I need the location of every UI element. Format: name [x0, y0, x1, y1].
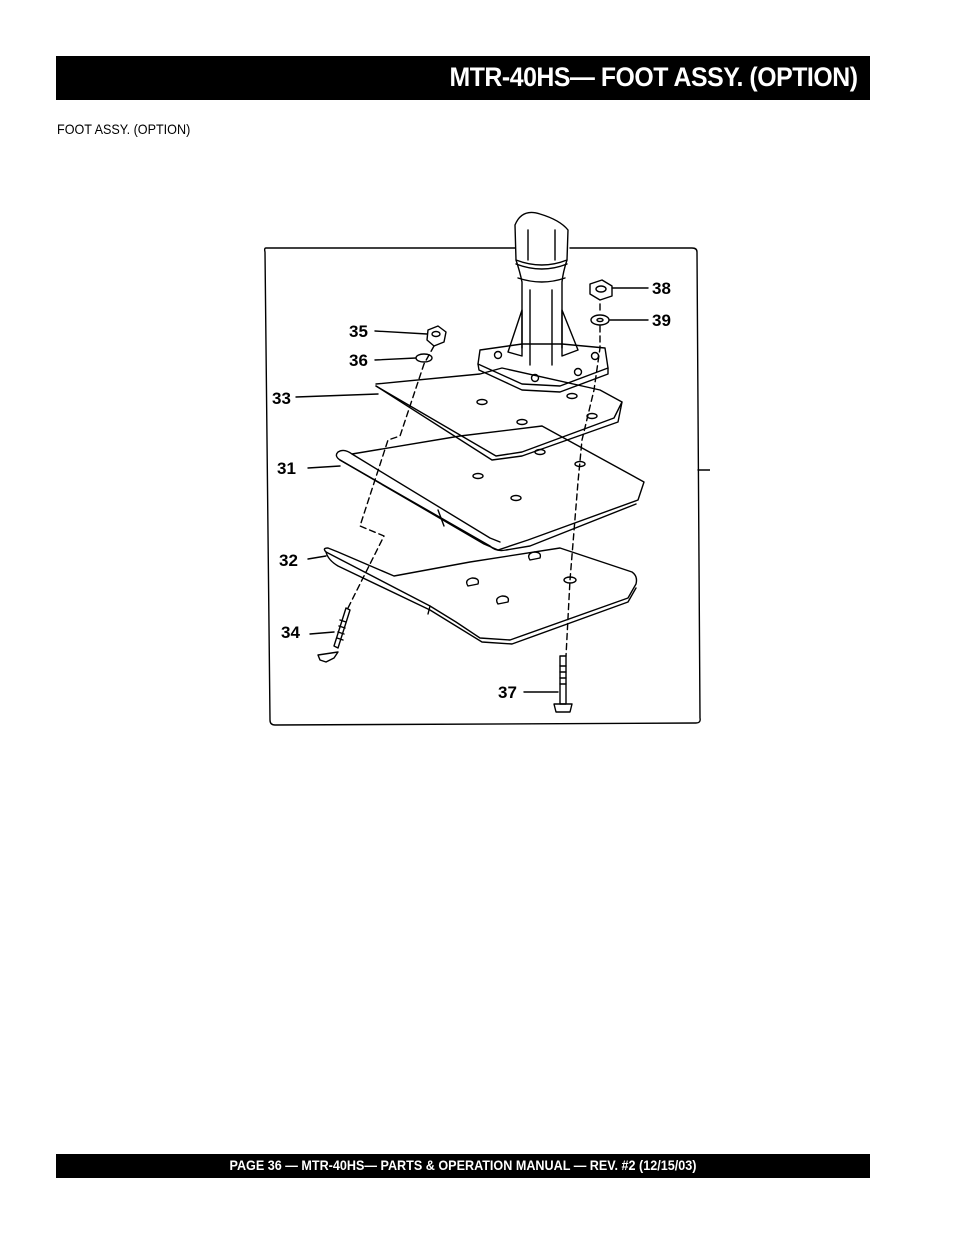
foot-assembly-diagram: 35 36 33 31 32 34 37 38 39 30	[260, 200, 741, 735]
exploded-view-drawing: 35 36 33 31 32 34 37 38 39 30	[263, 211, 741, 726]
callout-39: 39	[652, 311, 671, 330]
callout-31: 31	[277, 459, 296, 478]
nut-38	[589, 279, 613, 301]
bolt-37	[559, 655, 567, 705]
callout-38: 38	[652, 279, 671, 298]
section-label: FOOT ASSY. (OPTION)	[57, 121, 191, 137]
assembly-frame	[263, 247, 701, 726]
nut-35	[426, 325, 447, 347]
page-title-bar: MTR-40HS— FOOT ASSY. (OPTION)	[56, 56, 870, 100]
callout-36: 36	[349, 351, 368, 370]
foot-plate-31	[335, 425, 645, 551]
post-flange	[477, 343, 609, 387]
callout-33: 33	[272, 389, 291, 408]
washer-39	[590, 314, 610, 326]
base-plate-32	[323, 547, 638, 641]
page-footer-bar: PAGE 36 — MTR-40HS— PARTS & OPERATION MA…	[56, 1154, 870, 1178]
page-footer: PAGE 36 — MTR-40HS— PARTS & OPERATION MA…	[229, 1157, 697, 1173]
callout-32: 32	[279, 551, 298, 570]
bolt-34	[333, 607, 351, 649]
page-title: MTR-40HS— FOOT ASSY. (OPTION)	[449, 62, 859, 92]
callout-34: 34	[281, 623, 300, 642]
callout-37: 37	[498, 683, 517, 702]
post-top	[514, 211, 569, 266]
rubber-plate-33	[375, 367, 623, 457]
callout-35: 35	[349, 322, 368, 341]
